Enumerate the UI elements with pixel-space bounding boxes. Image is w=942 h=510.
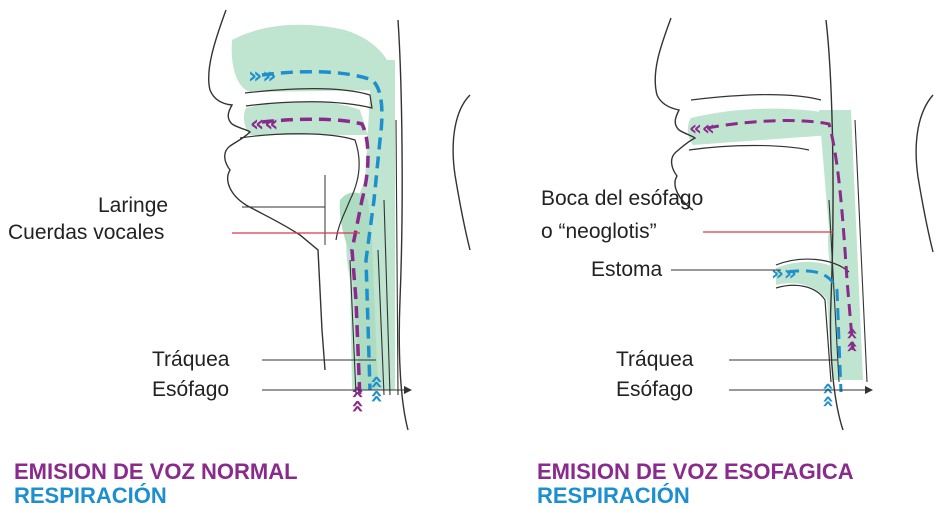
label-estoma: Estoma <box>591 259 662 280</box>
ear-outline <box>453 95 470 250</box>
esofago-pointer-arrowhead <box>404 386 412 394</box>
tongue-outline <box>689 146 809 151</box>
label-neoglotis: o “neoglotis” <box>541 221 657 242</box>
esofago-pointer-arrowhead <box>865 386 873 394</box>
caption-normal-voice: EMISION DE VOZ NORMAL <box>14 461 298 483</box>
label-traquea: Tráquea <box>616 349 693 370</box>
label-esofago: Esófago <box>616 379 693 400</box>
esophageal-voice-diagram: «« »» »» »» <box>471 0 942 510</box>
label-laringe: Laringe <box>98 195 168 216</box>
voice-arrow-mouth: «« <box>689 116 715 140</box>
esophageal-voice-panel: «« »» »» »» Boca del esófago o “neogloti… <box>471 0 942 510</box>
label-traquea: Tráquea <box>152 349 229 370</box>
caption-respiration-left: RESPIRACIÓN <box>14 485 167 507</box>
normal-voice-diagram: »» «« «« «« <box>0 0 471 510</box>
palate-outline <box>691 95 821 100</box>
back-of-head-outline <box>398 20 408 430</box>
label-esofago: Esófago <box>152 379 229 400</box>
caption-esophageal-voice: EMISION DE VOZ ESOFAGICA <box>537 461 854 483</box>
voice-arrow-esophagus: »» <box>839 327 863 353</box>
respiration-arrow-trachea: »» <box>815 382 839 408</box>
respiration-arrow-stoma: »» <box>771 261 797 285</box>
label-boca-del-esofago: Boca del esófago <box>541 188 703 209</box>
caption-respiration-right: RESPIRACIÓN <box>537 485 690 507</box>
tongue-outline <box>240 134 359 240</box>
label-cuerdas-vocales: Cuerdas vocales <box>8 222 164 243</box>
respiration-arrow-nose: »» <box>248 64 276 89</box>
voice-arrow-mouth: «« <box>250 112 278 137</box>
face-profile-outline <box>655 18 695 210</box>
ear-outline <box>916 95 933 252</box>
voice-arrow-esophagus: «« <box>345 385 370 413</box>
normal-voice-panel: »» «« «« «« Laringe Cuerdas vocales Tráq… <box>0 0 471 510</box>
